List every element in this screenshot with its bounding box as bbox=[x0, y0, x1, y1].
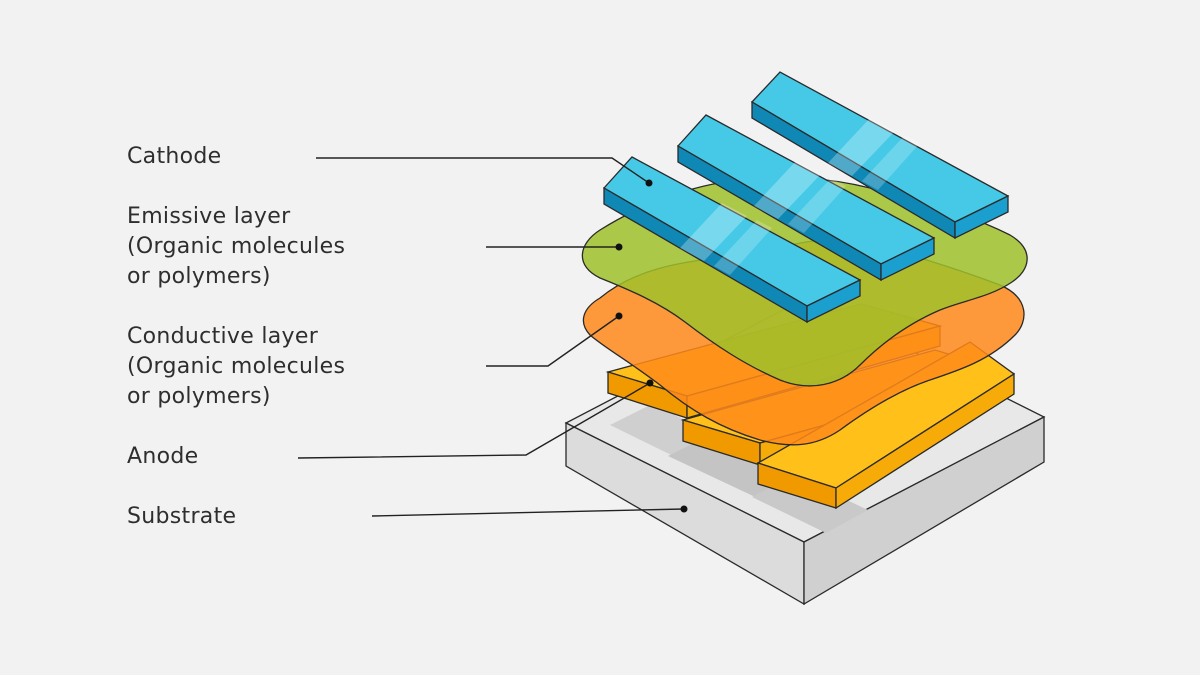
conductive-leader-dot bbox=[615, 312, 623, 320]
leader-lines bbox=[297, 157, 688, 517]
conductive-layer-label: Conductive layer (Organic molecules or p… bbox=[127, 322, 345, 412]
emissive-leader-dot bbox=[615, 243, 623, 251]
emissive-layer-label: Emissive layer (Organic molecules or pol… bbox=[127, 202, 345, 292]
cathode-leader-dot bbox=[645, 179, 653, 187]
anode-label-line-1: Anode bbox=[127, 444, 199, 469]
anode-leader bbox=[297, 382, 651, 459]
anode-label: Anode bbox=[127, 442, 198, 472]
emissive-label-line-2: (Organic molecules bbox=[127, 234, 346, 259]
substrate-leader bbox=[371, 508, 685, 517]
anode-leader-dot bbox=[646, 379, 654, 387]
substrate-label-line-1: Substrate bbox=[127, 504, 237, 529]
substrate-label: Substrate bbox=[127, 502, 236, 532]
conductive-label-line-1: Conductive layer bbox=[127, 324, 319, 349]
conductive-label-line-3: or polymers) bbox=[127, 384, 271, 409]
cathode-strips bbox=[602, 71, 1010, 324]
emissive-label-line-1: Emissive layer bbox=[127, 204, 291, 229]
cathode-label: Cathode bbox=[127, 142, 221, 172]
emissive-label-line-3: or polymers) bbox=[127, 264, 271, 289]
conductive-label-line-2: (Organic molecules bbox=[127, 354, 346, 379]
conductive-leader bbox=[486, 315, 620, 367]
substrate-leader-dot bbox=[680, 505, 688, 513]
cathode-leader bbox=[316, 157, 650, 184]
cathode-label-line-1: Cathode bbox=[127, 144, 222, 169]
